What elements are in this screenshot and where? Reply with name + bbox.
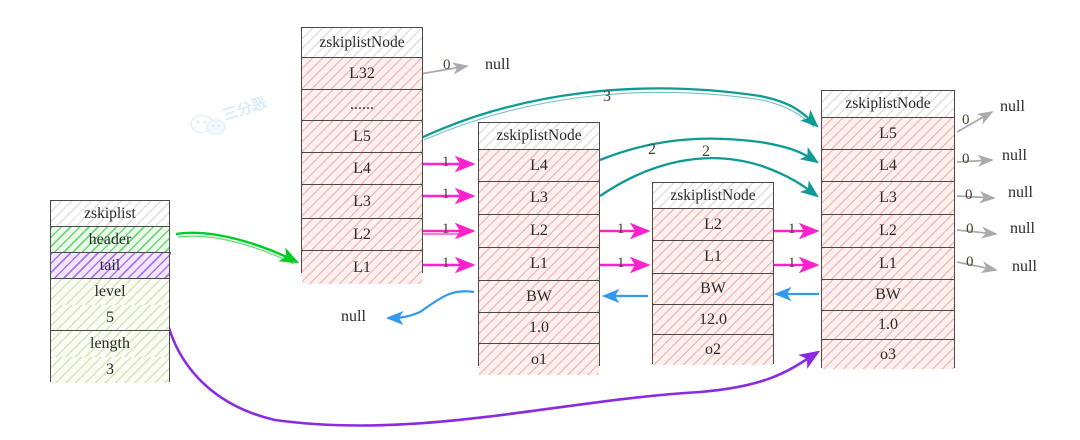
node-cell-l4: L4 xyxy=(302,153,422,185)
null-label-header-l32: null xyxy=(485,56,510,73)
node-cell-obj: o2 xyxy=(653,335,773,365)
zskiplist-row-header: header xyxy=(51,227,169,253)
node-title: zskiplistNode xyxy=(302,28,422,58)
zskiplist-row-level-label: level xyxy=(51,279,169,305)
node-cell-l4: L4 xyxy=(822,150,954,182)
zskiplist-struct: zskiplist header tail level 5 length 3 xyxy=(50,200,170,383)
skiplist-node-header: zskiplistNode L32 ...... L5 L4 L3 L2 L1 xyxy=(301,27,423,284)
span-label-o3-l4: 0 xyxy=(962,151,970,167)
node-title: zskiplistNode xyxy=(822,91,954,118)
arrow-backward-o1-null xyxy=(385,290,475,326)
null-label-backward-o1: null xyxy=(341,308,366,325)
arrow-header-pointer xyxy=(175,231,300,265)
node-cell-l3: L3 xyxy=(302,185,422,219)
node-cell-l3: L3 xyxy=(822,182,954,215)
zskiplist-title: zskiplist xyxy=(51,201,169,227)
node-cell-l5: L5 xyxy=(822,118,954,150)
span-label-o1-l3-o3: 2 xyxy=(702,143,710,160)
node-cell-l2: L2 xyxy=(479,215,599,248)
skiplist-node-o3: zskiplistNode L5 L4 L3 L2 L1 BW 1.0 o3 xyxy=(821,90,955,369)
node-cell-l1: L1 xyxy=(653,241,773,274)
node-cell-backward: BW xyxy=(479,281,599,313)
span-label-header-l5-o3: 3 xyxy=(603,88,611,105)
null-label-o3-l4: null xyxy=(1002,147,1027,164)
null-label-o3-l5: null xyxy=(1000,98,1025,115)
null-label-o3-l3: null xyxy=(1008,184,1033,201)
span-label-o3-l2: 0 xyxy=(966,221,974,237)
null-label-o3-l1: null xyxy=(1012,258,1037,275)
arrows-o3-null xyxy=(956,111,998,274)
skiplist-node-o2: zskiplistNode L2 L1 BW 12.0 o2 xyxy=(652,182,774,365)
span-label-header-o1-l4: 1 xyxy=(442,154,450,170)
node-cell-l2: L2 xyxy=(822,215,954,248)
watermark: 三分恶 xyxy=(186,93,294,142)
node-title: zskiplistNode xyxy=(653,183,773,209)
node-cell-backward: BW xyxy=(653,274,773,305)
node-title: zskiplistNode xyxy=(479,123,599,150)
span-label-o2-o3-l2: 1 xyxy=(788,221,796,237)
span-label-o1-l4-o3: 2 xyxy=(648,141,656,158)
skiplist-node-o1: zskiplistNode L4 L3 L2 L1 BW 1.0 o1 xyxy=(478,122,600,375)
node-cell-l5: L5 xyxy=(302,121,422,153)
span-label-o3-l3: 0 xyxy=(965,187,973,203)
node-cell-score: 12.0 xyxy=(653,305,773,335)
span-label-o3-l5: 0 xyxy=(962,112,970,128)
node-cell-score: 1.0 xyxy=(822,311,954,340)
zskiplist-row-length-label: length xyxy=(51,331,169,357)
zskiplist-row-tail: tail xyxy=(51,253,169,279)
zskiplist-row-level-value: 5 xyxy=(51,305,169,331)
node-cell-score: 1.0 xyxy=(479,313,599,344)
span-label-header-l32: 0 xyxy=(443,57,451,73)
span-label-o2-o3-l1: 1 xyxy=(788,255,796,271)
span-label-o1-o2-l1: 1 xyxy=(617,255,625,271)
zskiplist-row-length-value: 3 xyxy=(51,357,169,383)
node-cell-ellipsis: ...... xyxy=(302,90,422,121)
node-cell-obj: o1 xyxy=(479,344,599,375)
span-label-o3-l1: 0 xyxy=(966,254,974,270)
span-label-header-o1-l3: 1 xyxy=(442,186,450,202)
null-label-o3-l2: null xyxy=(1010,220,1035,237)
node-cell-l2: L2 xyxy=(302,219,422,251)
span-label-header-o1-l2: 1 xyxy=(442,221,450,237)
span-label-header-o1-l1: 1 xyxy=(442,255,450,271)
node-cell-l2: L2 xyxy=(653,209,773,241)
node-cell-l4: L4 xyxy=(479,150,599,182)
wechat-icon xyxy=(190,114,226,135)
node-cell-l3: L3 xyxy=(479,182,599,215)
arrows-header-to-o1 xyxy=(423,155,476,274)
node-cell-l1: L1 xyxy=(479,248,599,281)
node-cell-l1: L1 xyxy=(822,248,954,280)
node-cell-l32: L32 xyxy=(302,58,422,90)
node-cell-obj: o3 xyxy=(822,340,954,369)
node-cell-l1: L1 xyxy=(302,251,422,284)
node-cell-backward: BW xyxy=(822,280,954,311)
span-label-o1-o2-l2: 1 xyxy=(617,221,625,237)
